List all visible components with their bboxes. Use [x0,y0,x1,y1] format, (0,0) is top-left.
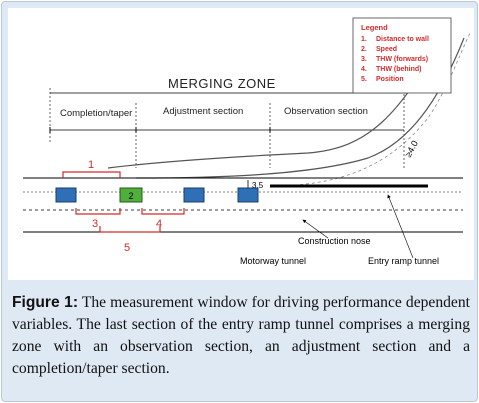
figure-caption: Figure 1: The measurement window for dri… [12,292,470,380]
legend-item-3: THW (forwards) [376,56,428,63]
bracket-3 [75,208,121,215]
subject-car [119,187,143,203]
construction-nose-label: Construction nose [298,236,371,246]
figure-image: MERGING ZONE Completion/taper Adjustment… [8,8,474,280]
car-1 [55,187,77,203]
bracket-4 [141,208,185,215]
caption-label: Figure 1: [12,294,79,311]
marker-3: 3 [92,218,98,230]
ramp-inner-edge [135,37,465,179]
bracket-1 [62,171,121,178]
subject-car-label: 2 [128,191,133,201]
merging-zone-title: MERGING ZONE [168,76,276,91]
marker-4: 4 [156,218,162,230]
legend-num-5: 5. [361,76,367,83]
legend-item-4: THW (behind) [376,66,422,73]
car-3 [237,187,259,203]
entry-ramp-tunnel-label: Entry ramp tunnel [368,256,439,266]
section-adjustment-label: Adjustment section [163,106,243,117]
legend-title: Legend [361,23,388,32]
legend-item-5: Position [376,76,404,83]
legend-num-1: 1. [361,36,367,43]
car-2 [183,187,205,203]
marker-1: 1 [88,159,94,171]
legend-item-1: Distance to wall [376,36,429,43]
bracket-5 [99,226,161,233]
section-observation-label: Observation section [284,106,368,117]
distance-label: 3.5 [252,181,264,190]
caption-text: The measurement window for driving perfo… [12,294,470,377]
legend-num-3: 3. [361,56,367,63]
legend-box [352,17,452,94]
marker-5: 5 [124,242,130,254]
legend-num-4: 4. [361,66,367,73]
ramp-outer-edge [107,27,449,169]
legend-num-2: 2. [361,46,367,53]
section-completion-label: Completion/taper [60,108,132,119]
legend-item-2: Speed [376,46,397,53]
motorway-tunnel-label: Motorway tunnel [240,256,306,266]
